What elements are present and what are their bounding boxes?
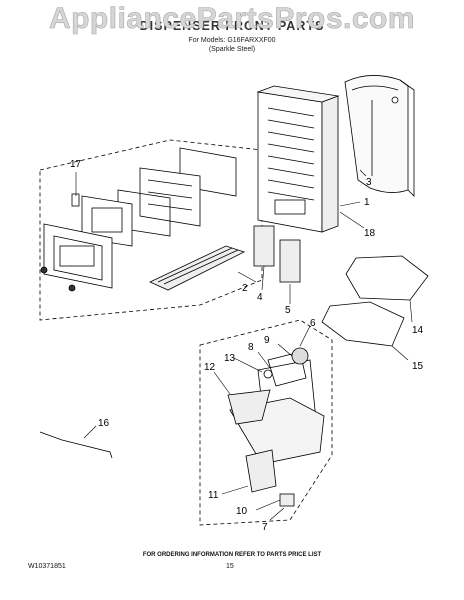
callout-label: 8 — [248, 342, 254, 353]
wire-rod — [39, 431, 113, 459]
callout-label: 11 — [208, 490, 219, 501]
tray-14 — [345, 255, 429, 301]
callout-label: 4 — [257, 292, 263, 303]
page-title: DISPENSER FRONT PARTS — [139, 19, 325, 33]
filter-pad-4 — [253, 225, 275, 267]
filter-pad-5 — [279, 239, 301, 283]
control-board-assembly — [71, 147, 237, 247]
funnel-cup — [227, 389, 271, 425]
ordering-note: FOR ORDERING INFORMATION REFER TO PARTS … — [142, 552, 322, 558]
drip-grille — [149, 245, 246, 291]
page-number: 15 — [226, 563, 234, 570]
spring-13 — [263, 369, 273, 379]
callout-label: 12 — [204, 362, 216, 373]
callout-label: 5 — [285, 305, 291, 316]
callout-label: 13 — [224, 353, 236, 364]
callout-labels: 17 1 2 3 4 5 6 7 8 9 10 11 12 13 14 15 1… — [70, 159, 424, 533]
document-number: W10371851 — [28, 563, 66, 570]
callout-label: 16 — [98, 418, 110, 429]
callout-label: 9 — [264, 335, 270, 346]
duct-cover — [344, 75, 415, 197]
callout-label: 3 — [366, 177, 372, 188]
callout-label: 14 — [412, 325, 424, 336]
callout-label: 10 — [236, 506, 248, 517]
callout-label: 2 — [242, 283, 248, 294]
front-bezel — [43, 223, 113, 289]
group-outline-lower — [199, 319, 333, 526]
model-line: For Models: G16FARXXF00 — [188, 37, 276, 44]
group-outline-upper — [39, 139, 263, 321]
callout-label: 18 — [364, 228, 376, 239]
screws — [40, 266, 76, 292]
tray-15 — [321, 301, 405, 347]
switch-block — [279, 493, 295, 507]
leader-lines — [75, 169, 413, 521]
callout-label: 6 — [310, 318, 316, 329]
callout-label: 7 — [262, 522, 268, 533]
actuator-paddle — [245, 449, 277, 493]
callout-label: 1 — [364, 197, 370, 208]
callout-label: 15 — [412, 361, 424, 372]
variant-line: (Sparkle Steel) — [208, 46, 256, 53]
dispenser-housing — [256, 85, 340, 233]
callout-label: 17 — [70, 159, 82, 170]
